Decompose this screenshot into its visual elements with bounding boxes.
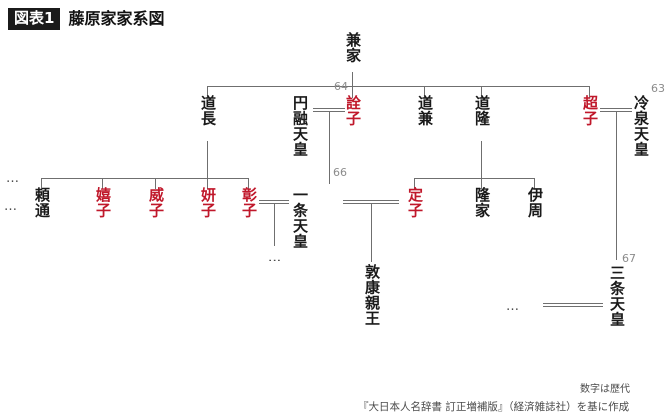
node-shoshi: 彰子 [239,187,258,218]
connector-michitaka-down [481,86,482,98]
node-enyu-tenno: 円融天皇 [290,95,309,157]
node-korechika: 伊周 [525,187,544,218]
node-sanjo-tenno: 三条天皇 [607,265,626,327]
connector-yorimichi-down [41,178,42,189]
connector-michitaka-to-children [481,141,482,178]
connector-shoshi-down [248,178,249,189]
connector-michikane-down [424,86,425,98]
node-takaie: 隆家 [472,187,491,218]
connector-ichijo-teishi-to-atsuyasu [371,204,372,262]
ellipsis-under-ichijo: ⋮ [266,254,282,269]
connector-senshi-down [352,86,353,98]
marriage-shoshi-ichijo [259,200,289,204]
connector-kishi-down [102,178,103,189]
node-yorimichi: 頼通 [32,187,51,218]
node-michinaga: 道長 [198,95,217,126]
connector-michinaga-down [207,86,208,98]
number-enyu: 64 [334,80,348,93]
node-kaneie: 兼家 [343,32,362,63]
node-atsuyasu-shinno: 敦康親王 [362,264,381,326]
connector-michitaka-children-bar [414,178,534,179]
figure-badge: 図表1 [8,8,61,30]
ellipsis-left-gen3-row: … [4,199,19,214]
node-ichijo-tenno: 一条天皇 [290,187,309,249]
connector-michinaga-to-children [207,141,208,178]
number-reizei: 63 [651,82,665,95]
connector-ishi-down [155,178,156,189]
connector-gen2-bar [207,86,589,87]
ellipsis-left-gen3-bar: … [6,171,21,186]
node-kishi: 嬉子 [93,187,112,218]
marriage-ichijo-teishi [343,200,399,204]
number-sanjo: 67 [622,252,636,265]
figure-header: 図表1 藤原家家系図 [8,8,164,30]
node-reizei-tenno: 冷泉天皇 [631,95,650,157]
chart-note: 数字は歴代 [580,384,630,395]
connector-shoshi-ichijo-descent [274,204,275,246]
marriage-enyu-senshi [313,108,345,112]
marriage-choshi-reizei [600,108,632,112]
node-michikane: 道兼 [415,95,434,126]
node-senshi: 詮子 [343,95,362,126]
node-michitaka: 道隆 [472,95,491,126]
connector-kenshi-down [207,178,208,189]
node-kenshi: 妍子 [198,187,217,218]
connector-takaie-down [481,178,482,189]
connector-michinaga-children-bar [41,178,248,179]
node-choshi: 超子 [580,95,599,126]
node-teishi: 定子 [405,187,424,218]
connector-korechika-down [534,178,535,189]
page-title: 藤原家家系図 [68,8,165,28]
connector-choshi-reizei-to-sanjo [616,112,617,260]
number-ichijo: 66 [333,166,347,179]
chart-source: 『大日本人名辞書 訂正増補版』（経済雑誌社）を基に作成 [358,401,630,413]
connector-enyu-senshi-to-ichijo [329,112,330,184]
marriage-unknown-sanjo [543,303,603,307]
ellipsis-before-sanjo: … [506,299,521,314]
connector-kaneie-down [352,72,353,86]
node-ishi: 威子 [146,187,165,218]
connector-teishi-down [414,178,415,189]
connector-choshi-down [589,86,590,98]
